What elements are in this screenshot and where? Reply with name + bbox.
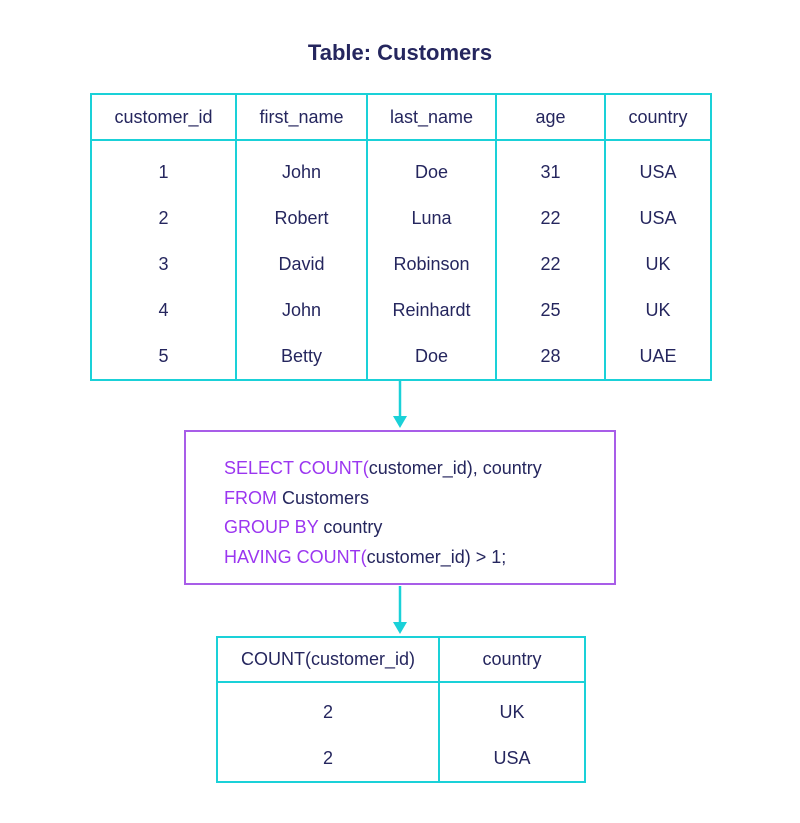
sql-keyword: SELECT COUNT( xyxy=(224,458,369,478)
table-cell: Reinhardt xyxy=(366,287,497,333)
table-row: 1 John Doe 31 USA xyxy=(90,140,712,195)
table-cell: John xyxy=(235,140,368,195)
sql-keyword: GROUP BY xyxy=(224,517,319,537)
sql-keyword: FROM xyxy=(224,487,277,508)
query-line-1: SELECT COUNT(customer_id), country xyxy=(224,454,542,484)
table-cell: 1 xyxy=(90,140,237,195)
table-cell: Luna xyxy=(366,195,497,241)
query-line-4: HAVING COUNT(customer_id) > 1; xyxy=(224,543,542,573)
table-cell: David xyxy=(235,241,368,287)
table-row: 3 David Robinson 22 UK xyxy=(90,241,712,287)
sql-text: customer_id) > 1; xyxy=(366,546,507,567)
table-cell: 28 xyxy=(495,333,606,380)
table-cell: UAE xyxy=(604,333,712,380)
table-cell: Betty xyxy=(235,333,368,380)
table-cell: 31 xyxy=(495,140,606,195)
table-cell: USA xyxy=(604,195,712,241)
table-row: 2 USA xyxy=(216,735,586,782)
sql-text: Customers xyxy=(277,487,370,508)
column-header: customer_id xyxy=(90,94,237,141)
down-arrow-icon xyxy=(393,586,407,634)
result-table: COUNT(customer_id) country 2 UK 2 USA xyxy=(216,636,586,783)
column-header: last_name xyxy=(366,94,497,141)
column-header: age xyxy=(495,94,606,141)
table-cell: USA xyxy=(604,140,712,195)
result-header-row: COUNT(customer_id) country xyxy=(216,637,586,683)
column-header: country xyxy=(604,94,712,141)
table-cell: 2 xyxy=(90,195,237,241)
down-arrow-icon xyxy=(393,380,407,428)
table-cell: UK xyxy=(604,241,712,287)
table-row: 2 Robert Luna 22 USA xyxy=(90,195,712,241)
table-row: 4 John Reinhardt 25 UK xyxy=(90,287,712,333)
query-line-3: GROUP BY country xyxy=(224,513,542,543)
column-header: first_name xyxy=(235,94,368,141)
table-cell: John xyxy=(235,287,368,333)
table-cell: 4 xyxy=(90,287,237,333)
sql-text: customer_id), country xyxy=(368,458,542,478)
table-cell: UK xyxy=(604,287,712,333)
table-cell: Robert xyxy=(235,195,368,241)
table-cell: 2 xyxy=(216,682,440,735)
table-cell: 3 xyxy=(90,241,237,287)
sql-text: country xyxy=(318,517,383,537)
table-cell: Doe xyxy=(366,140,497,195)
query-line-2: FROM Customers xyxy=(224,484,542,514)
table-cell: Doe xyxy=(366,333,497,380)
table-cell: Robinson xyxy=(366,241,497,287)
customers-header-row: customer_id first_name last_name age cou… xyxy=(90,94,712,141)
table-row: 2 UK xyxy=(216,682,586,735)
table-cell: 22 xyxy=(495,195,606,241)
table-cell: 5 xyxy=(90,333,237,380)
table-cell: USA xyxy=(438,735,586,782)
diagram-title: Table: Customers xyxy=(307,40,493,65)
table-cell: 22 xyxy=(495,241,606,287)
column-header: COUNT(customer_id) xyxy=(216,637,440,683)
table-row: 5 Betty Doe 28 UAE xyxy=(90,333,712,380)
column-header: country xyxy=(438,637,586,683)
customers-table: customer_id first_name last_name age cou… xyxy=(90,93,712,381)
sql-keyword: HAVING COUNT( xyxy=(224,546,367,567)
table-cell: 2 xyxy=(216,735,440,782)
table-cell: UK xyxy=(438,682,586,735)
table-cell: 25 xyxy=(495,287,606,333)
